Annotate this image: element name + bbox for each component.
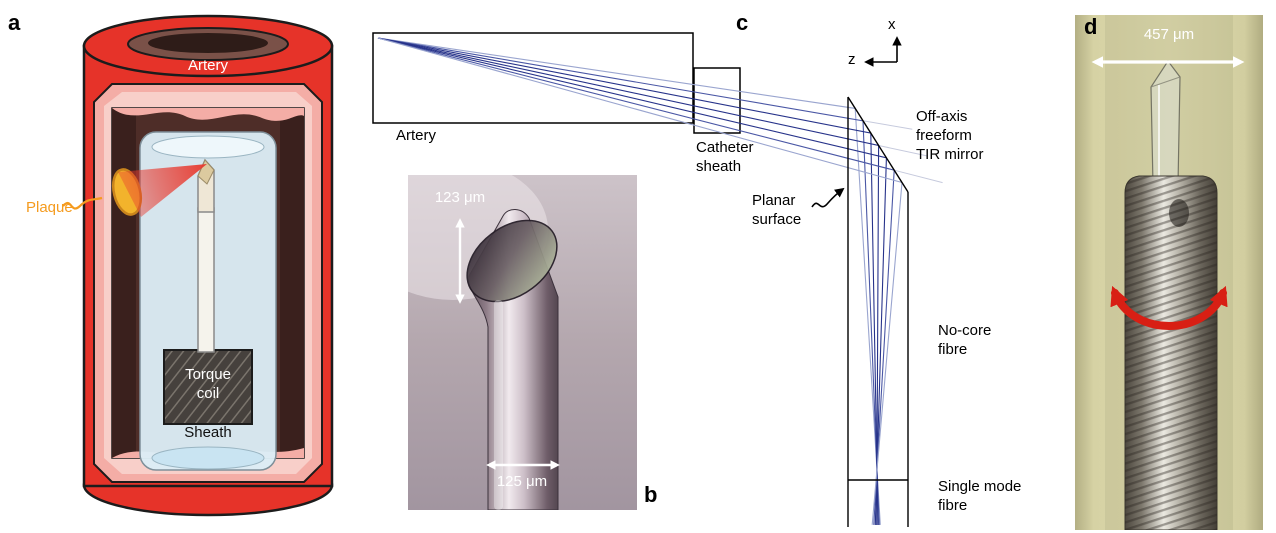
panel-letter-a: a — [8, 10, 21, 35]
panel-a: Artery Plaque Torque coil Sheath — [0, 0, 360, 533]
catheter-sheath-box — [693, 67, 741, 134]
plaque-pointer-squiggle — [62, 196, 103, 210]
rotation-arrow — [1110, 285, 1228, 330]
catheter-sheath-label: Catheter sheath — [696, 139, 754, 175]
panel-b: 123 μm 125 μm — [408, 175, 637, 510]
planar-surface-arrow — [811, 187, 845, 208]
ray-bundle — [377, 37, 903, 526]
single-mode-fibre-label: Single mode fibre — [938, 478, 1022, 514]
lumen-wall-right — [280, 108, 304, 458]
artery-illustration — [62, 14, 334, 517]
artery-lumen-hole — [148, 33, 268, 53]
z-axis-label: z — [848, 51, 856, 68]
sheath-label: Sheath — [184, 424, 232, 441]
glass-tip-facet-edge — [1150, 76, 1181, 88]
panel-letter-c: c — [736, 10, 749, 35]
panel-letter-d: d — [1084, 14, 1098, 39]
torque-coil-label: Torque coil — [185, 366, 231, 402]
measurement-arrows — [455, 218, 560, 470]
catheter-tip-photo — [1075, 15, 1263, 530]
torque-coil-block — [163, 349, 253, 425]
tir-mirror-face — [847, 96, 909, 193]
torque-coil-winding-texture — [1125, 176, 1217, 530]
planar-surface-label: Planar surface — [752, 192, 802, 228]
panel-c: Artery Catheter sheath Off-axis freeform… — [360, 0, 1076, 533]
panel-letter-b: b — [644, 482, 658, 507]
tip-height-label: 123 μm — [434, 189, 486, 206]
no-core-fibre-label: No-core fibre — [938, 322, 992, 358]
sheath-bottom-rim — [151, 446, 265, 470]
fibre-highlight-stripe — [494, 300, 503, 510]
artery-box — [372, 32, 694, 124]
x-axis-label: x — [888, 16, 896, 33]
plaque-label: Plaque — [26, 199, 73, 216]
fibre-width-label: 125 μm — [496, 473, 548, 490]
lumen-wall-left — [112, 108, 136, 458]
fibre-polished-facet — [466, 219, 558, 303]
tir-mirror-label: Off-axis freeform TIR mirror — [916, 108, 984, 163]
ray-trace-diagram — [372, 32, 943, 527]
transmitted-rays — [862, 120, 943, 184]
panel-d: 457 μm — [1075, 15, 1263, 530]
sheath-width-label: 457 μm — [1143, 26, 1195, 43]
fiber-rod — [197, 207, 215, 353]
coil-dark-spot — [1169, 199, 1189, 227]
fibre-outline — [847, 96, 909, 527]
sheath-top-rim — [151, 135, 265, 159]
tissue-wave-top — [112, 108, 304, 121]
laser-beam — [118, 164, 207, 217]
coordinate-axes — [864, 36, 902, 67]
glass-tip — [1150, 59, 1181, 186]
artery-label: Artery — [187, 57, 228, 74]
artery-box-label: Artery — [396, 127, 437, 144]
fibre-tip-photo — [408, 175, 637, 510]
